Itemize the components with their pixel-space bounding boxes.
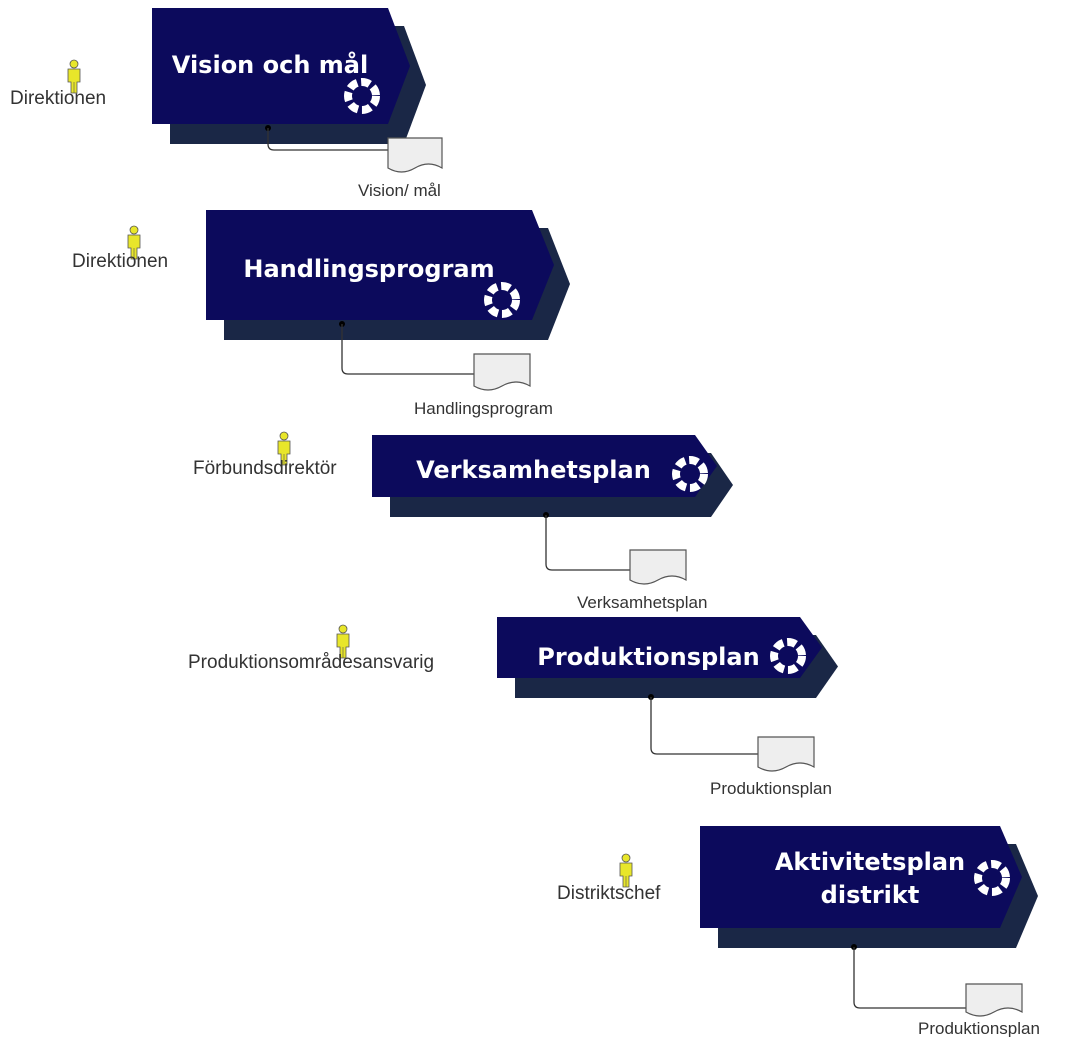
document-label: Vision/ mål <box>358 181 441 200</box>
process-title: Handlingsprogram <box>243 255 494 283</box>
role-label: Distriktschef <box>557 883 661 904</box>
document-icon <box>387 137 443 173</box>
process-title: distrikt <box>821 881 920 909</box>
connector-line <box>650 697 758 755</box>
process-step: HandlingsprogramDirektionenHandlingsprog… <box>72 210 570 418</box>
process-step: Produktionsplan Produktionsområdesansvari… <box>188 617 838 798</box>
connector-line <box>267 128 388 151</box>
process-box <box>700 826 1022 928</box>
lifebuoy-icon <box>484 282 520 318</box>
lifebuoy-icon <box>672 456 708 492</box>
role-label: Direktionen <box>10 88 106 109</box>
person-icon <box>127 225 141 260</box>
document-icon <box>965 983 1023 1017</box>
process-box <box>206 210 554 320</box>
lifebuoy-icon <box>344 78 380 114</box>
lifebuoy-icon <box>974 860 1010 896</box>
process-box <box>497 617 822 678</box>
person-icon <box>67 59 81 94</box>
process-title: Produktionsplan <box>537 643 759 671</box>
process-title: Verksamhetsplan <box>416 456 651 484</box>
connector-line <box>853 947 966 1009</box>
document-label: Produktionsplan <box>710 779 832 798</box>
person-icon <box>336 624 350 659</box>
connector-line <box>545 515 630 571</box>
process-step: VerksamhetsplanFörbundsdirektörVerksamhe… <box>193 431 733 612</box>
process-title: Aktivitetsplan <box>775 848 965 876</box>
process-box <box>372 435 717 497</box>
connector-line <box>341 324 474 375</box>
process-title: Vision och mål <box>172 50 368 79</box>
document-label: Verksamhetsplan <box>577 593 707 612</box>
role-label: Produktionsområdesansvarig <box>188 652 434 673</box>
document-icon <box>473 353 531 391</box>
document-icon <box>629 549 687 585</box>
role-label: Förbundsdirektör <box>193 458 337 479</box>
document-label: Handlingsprogram <box>414 399 553 418</box>
person-icon <box>619 853 633 888</box>
document-label: Produktionsplan <box>918 1019 1040 1037</box>
role-label: Direktionen <box>72 251 168 272</box>
process-step: Aktivitetsplan distrikt DistriktschefProdu… <box>557 826 1040 1037</box>
person-icon <box>277 431 291 466</box>
document-icon <box>757 736 815 772</box>
lifebuoy-icon <box>770 638 806 674</box>
